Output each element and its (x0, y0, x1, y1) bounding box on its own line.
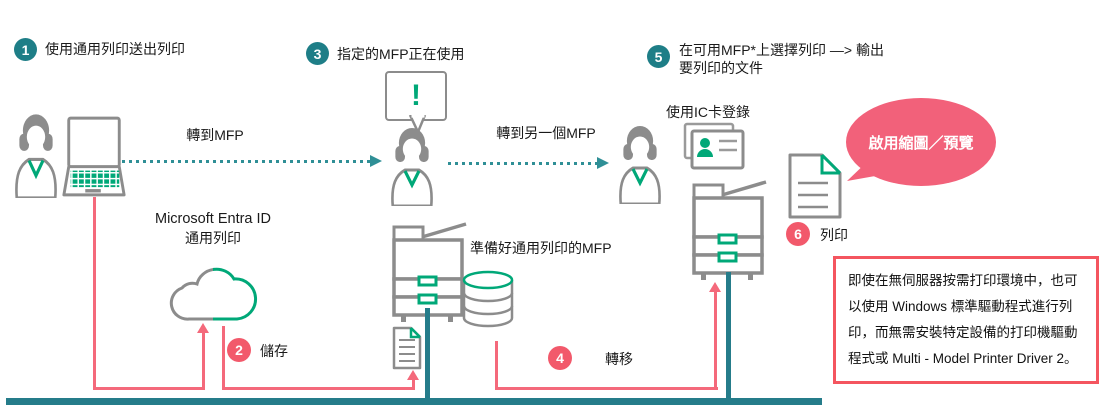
step-3-label: 指定的MFP正在使用 (337, 46, 465, 62)
step-3-badge: 3 (306, 42, 329, 65)
universal-print-label: 通用列印 (185, 230, 241, 246)
step-6-label: 列印 (820, 227, 848, 243)
thumbnail-preview-bubble: 啟用縮圖／預覽 (846, 98, 996, 186)
printed-document-icon (788, 153, 842, 219)
step-5-label-line1: 在可用MFP*上選擇列印 —> 輸出 (679, 42, 884, 58)
user-icon (14, 112, 58, 198)
entra-id-label: Microsoft Entra ID (154, 211, 272, 227)
step-1-badge: 1 (14, 38, 37, 61)
network-drop-line-mfp1 (425, 308, 430, 400)
step-4-badge: 4 (548, 346, 572, 370)
user-icon (618, 124, 662, 204)
cloud-icon (169, 267, 258, 321)
laptop-icon (62, 116, 126, 197)
thumbnail-preview-label: 啟用縮圖／預覽 (868, 134, 974, 152)
to-another-mfp-label: 轉到另一個MFP (496, 125, 596, 141)
user-icon (390, 126, 434, 206)
ic-card-icon (683, 122, 745, 170)
ic-card-login-label: 使用IC卡登錄 (666, 104, 750, 120)
to-mfp-label: 轉到MFP (186, 127, 244, 143)
driver-note-box: 即使在無伺服器按需打印環境中，也可以使用 Windows 標準驅動程式進行列印，… (833, 256, 1099, 384)
ready-mfp-label: 準備好通用列印的MFP (470, 240, 612, 256)
network-drop-line-mfp2 (726, 272, 731, 400)
step-5-label-line2: 要列印的文件 (679, 60, 763, 76)
step-2-badge: 2 (227, 338, 251, 362)
step-4-label: 轉移 (605, 351, 633, 367)
exclamation-icon: ! (411, 79, 421, 112)
print-job-document-icon (392, 326, 422, 370)
step-2-label: 儲存 (260, 343, 288, 359)
step-6-badge: 6 (786, 222, 810, 246)
database-icon (462, 270, 514, 328)
step-5-badge: 5 (647, 45, 670, 68)
step-1-label: 使用通用列印送出列印 (45, 41, 185, 57)
mfp-printer-icon (692, 180, 768, 282)
alert-speech-bubble: ! (385, 71, 447, 121)
network-backbone-line (6, 398, 822, 405)
